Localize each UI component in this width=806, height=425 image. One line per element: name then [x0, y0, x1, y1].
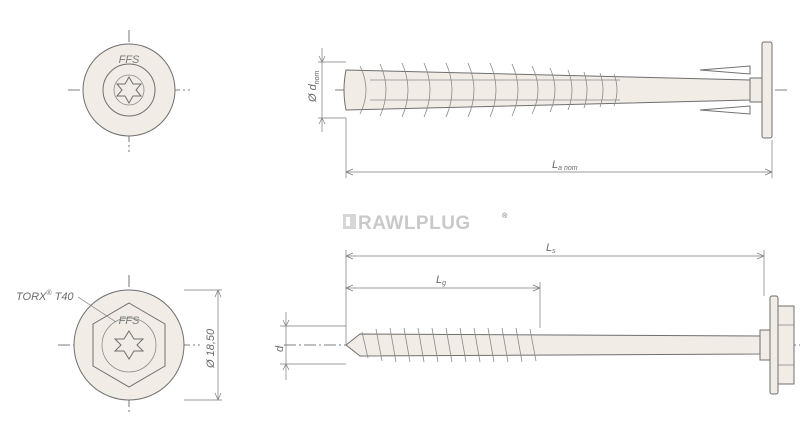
torx-t40-icon: [113, 330, 145, 360]
plug-length-label: La nom: [552, 159, 578, 172]
torx-drive-label: TORX® T40: [16, 289, 74, 303]
screw-side-view: d Ls Lg: [274, 242, 800, 395]
plug-collar: [761, 41, 773, 139]
plug-head-outer-circle: [82, 43, 176, 137]
hex-head-icon: [92, 302, 166, 388]
plug-head-inner-circle: [102, 63, 156, 117]
plug-head-marking: FFS: [119, 54, 140, 66]
screw-thread: [361, 327, 537, 363]
plug-head-view: FFS: [68, 30, 190, 152]
screw-head-marking: FFS: [119, 315, 140, 327]
screw-thread-length-label: Lg: [436, 274, 446, 287]
screw-washer: [769, 295, 779, 395]
torx-star-icon: [115, 75, 143, 105]
rawlplug-logo-text: RAWLPLUG: [358, 213, 471, 234]
screw-washer-circle: [73, 289, 185, 401]
rawlplug-registered-mark: ®: [502, 212, 508, 220]
rawlplug-logo: RAWLPLUG ®: [343, 212, 508, 234]
screw-total-length-label: Ls: [546, 242, 556, 255]
screw-hex-head: [777, 305, 795, 385]
screw-head-diameter-label: Ø 18,50: [205, 328, 217, 369]
plug-side-view: Ø dnom La nom: [307, 41, 790, 178]
screw-thread-diameter-label: d: [274, 345, 286, 352]
plug-diameter-label: Ø dnom: [307, 70, 321, 103]
plug-body: [343, 69, 751, 111]
screw-head-view: FFS TORX® T40 Ø 18,50: [16, 275, 222, 412]
